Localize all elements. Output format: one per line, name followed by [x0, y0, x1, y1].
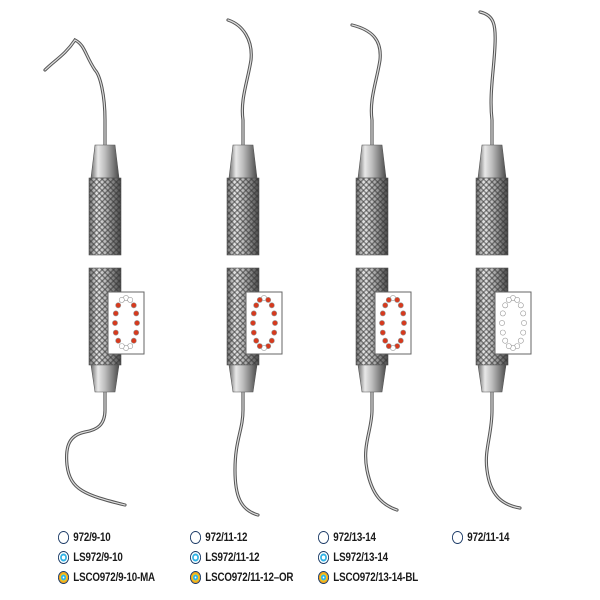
product-code-label: LS972/11-12 [190, 551, 260, 564]
product-code-label: 972/11-14 [452, 531, 509, 544]
finish-ring-icon [58, 571, 70, 584]
product-code-label: 972/11-12 [190, 531, 247, 544]
product-code: LSCO972/13-14-BL [333, 571, 419, 584]
product-code-label: LSCO972/11-12–OR [190, 571, 293, 584]
dental-instrument [226, 18, 283, 517]
product-code-label: LSCO972/9-10-MA [58, 571, 155, 584]
product-code: LS972/13-14 [333, 551, 388, 564]
product-code-label: LS972/9-10 [58, 551, 123, 564]
product-code: 972/11-14 [467, 531, 510, 544]
product-code-label: 972/13-14 [318, 531, 376, 544]
finish-ring-icon [58, 531, 70, 544]
product-code: LSCO972/9-10-MA [73, 571, 155, 584]
dental-instrument [475, 10, 532, 510]
product-code-label: LSCO972/13-14-BL [318, 571, 418, 584]
product-code: 972/9-10 [73, 531, 111, 544]
finish-ring-icon [318, 531, 330, 544]
finish-ring-icon [318, 551, 330, 564]
finish-ring-icon [58, 551, 70, 564]
tooth-chart-icon [374, 291, 412, 355]
finish-ring-icon [452, 531, 464, 544]
finish-ring-icon [190, 571, 202, 584]
tooth-chart-icon [494, 291, 532, 355]
product-code: 972/11-12 [205, 531, 248, 544]
tooth-chart-icon [245, 291, 283, 355]
dental-instrument [350, 23, 412, 512]
dental-instrument [43, 37, 145, 507]
finish-ring-icon [190, 531, 202, 544]
tooth-chart-icon [107, 291, 145, 355]
product-code: LS972/9-10 [73, 551, 123, 564]
finish-ring-icon [190, 551, 202, 564]
product-code-label: LS972/13-14 [318, 551, 388, 564]
finish-ring-icon [318, 571, 330, 584]
product-code: LSCO972/11-12–OR [205, 571, 294, 584]
product-code: LS972/11-12 [205, 551, 260, 564]
product-code: 972/13-14 [333, 531, 376, 544]
product-code-label: 972/9-10 [58, 531, 111, 544]
